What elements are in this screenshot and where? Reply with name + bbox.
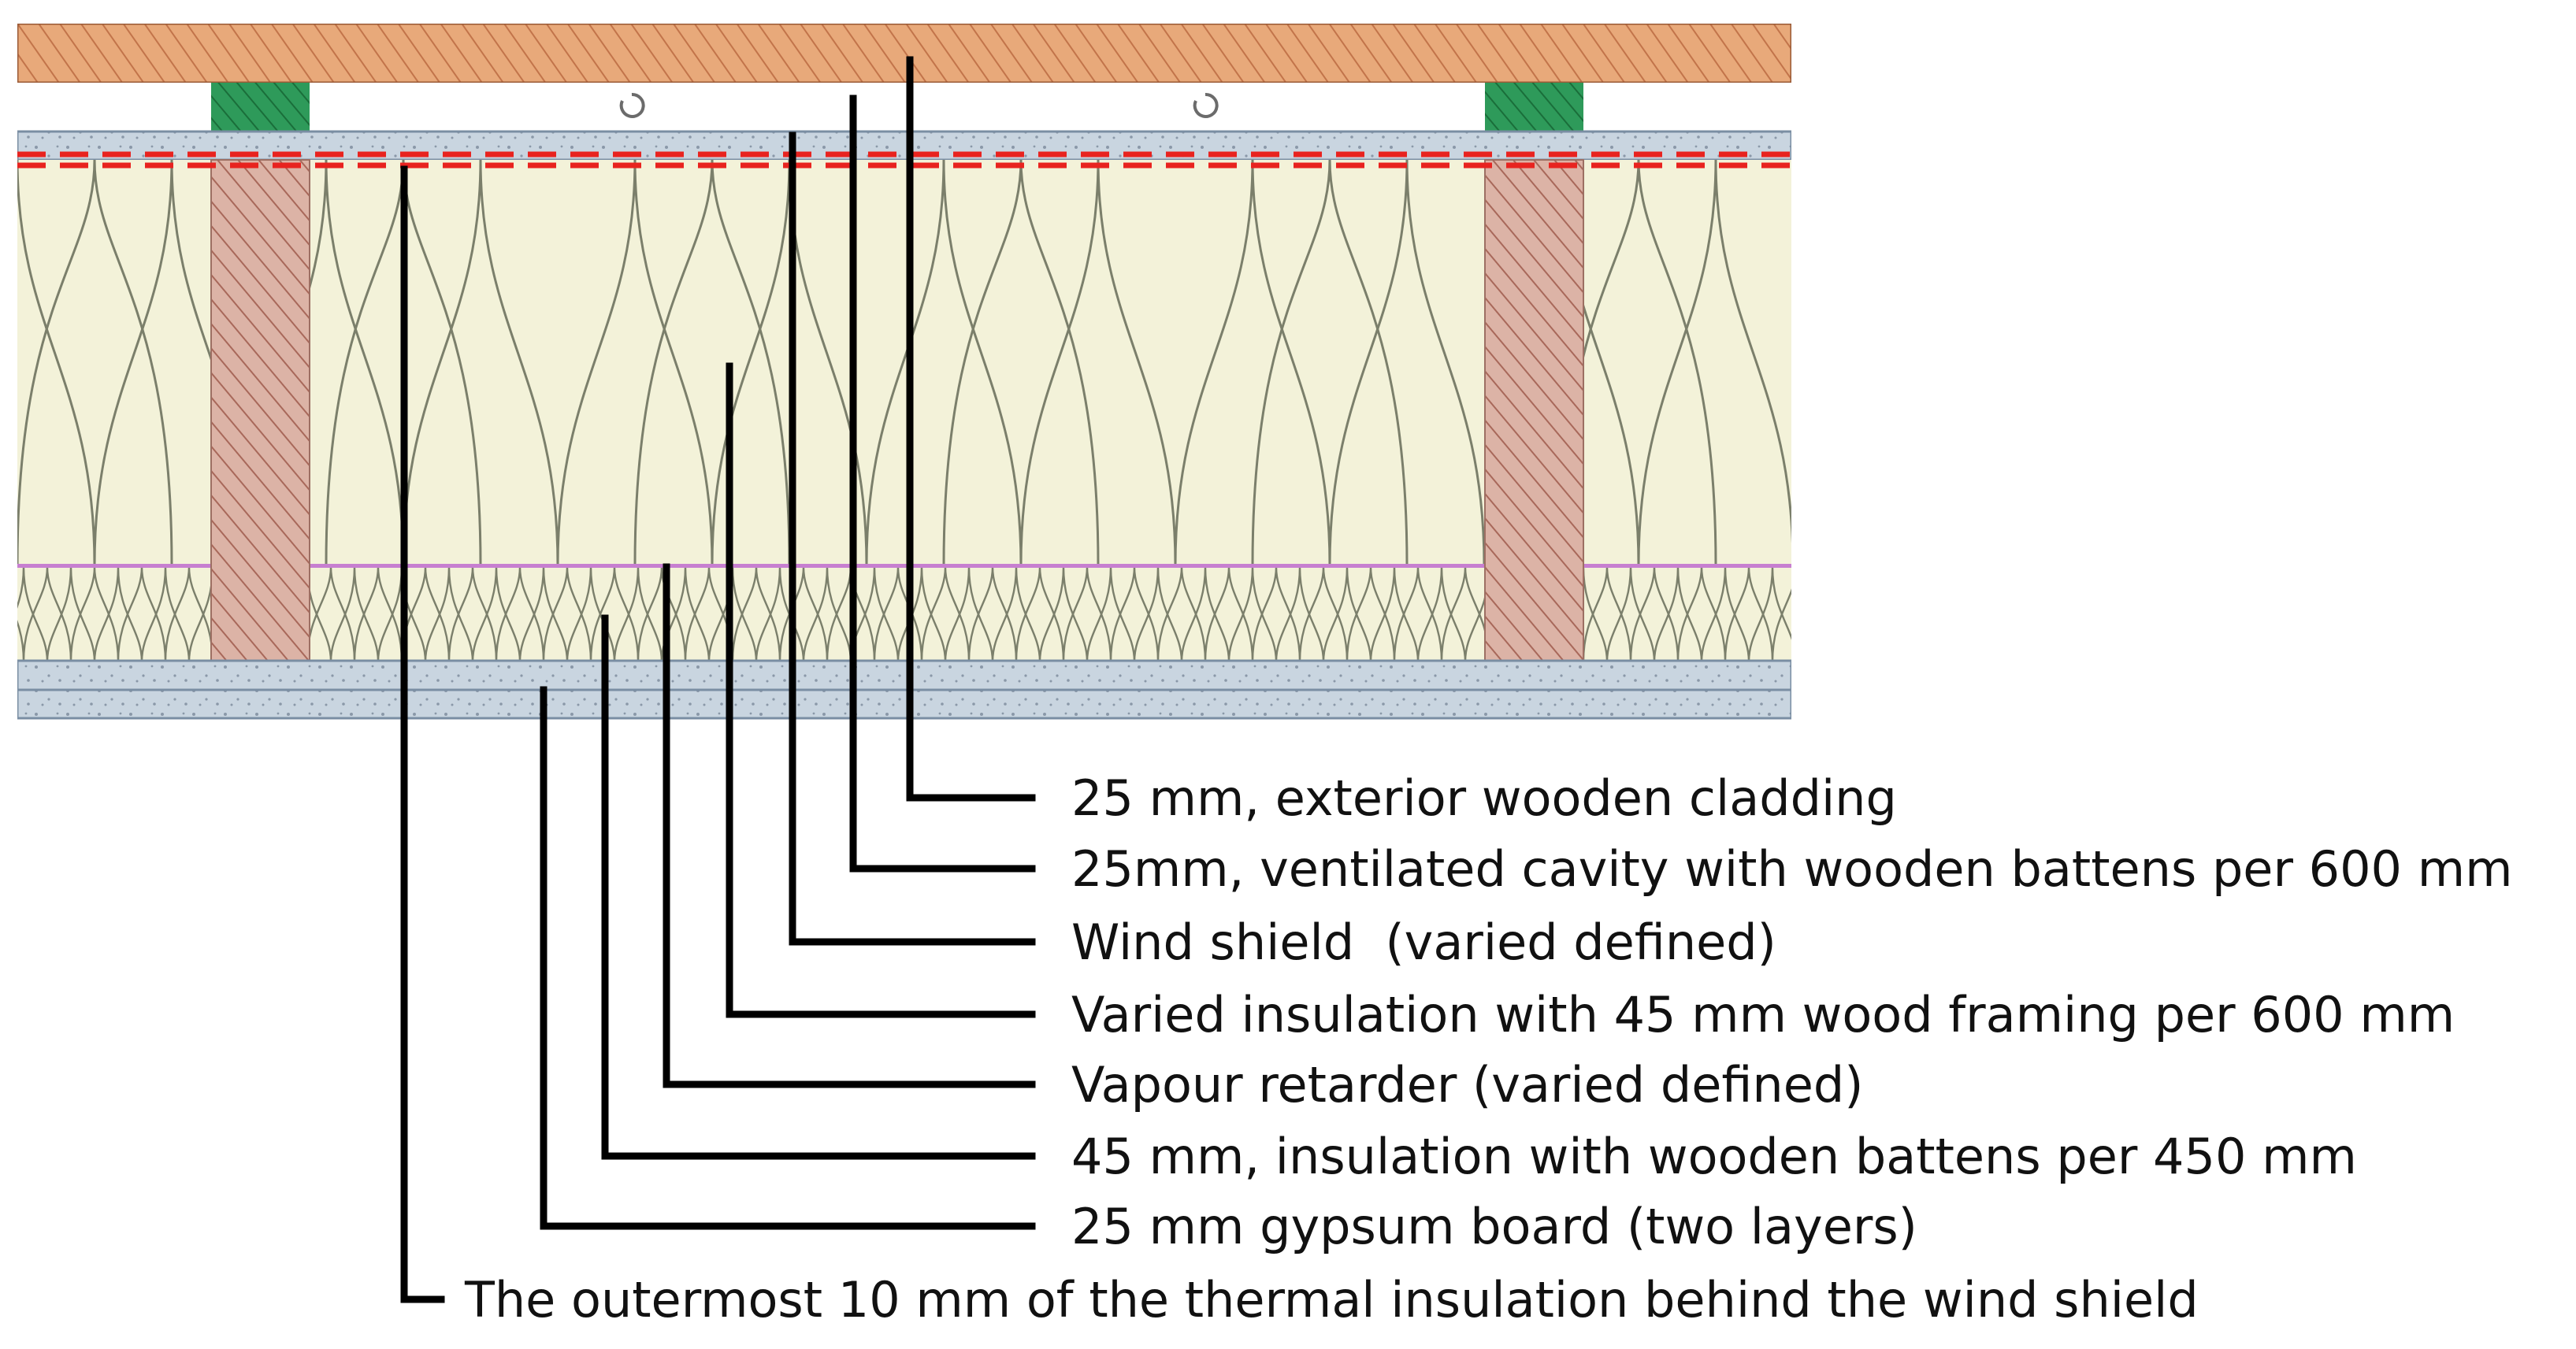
gypsum-board-outer bbox=[17, 659, 1791, 691]
stud-right bbox=[1484, 159, 1584, 662]
callout-label-cavity: 25mm, ventilated cavity with wooden batt… bbox=[1071, 840, 2512, 898]
cavity-batten-right bbox=[1485, 83, 1583, 132]
fastener-icon bbox=[619, 92, 1219, 118]
leader-vapour-retarder bbox=[663, 563, 1036, 1088]
leader-lines bbox=[400, 56, 1036, 1303]
callout-labels: 25 mm, exterior wooden cladding 25mm, ve… bbox=[464, 769, 2512, 1329]
exterior-cladding-layer bbox=[17, 24, 1791, 84]
leader-inner-insulation bbox=[601, 614, 1036, 1160]
stud-left bbox=[210, 159, 310, 662]
callout-label-inner-insulation: 45 mm, insulation with wooden battens pe… bbox=[1071, 1128, 2357, 1185]
leader-outermost-insulation bbox=[400, 165, 445, 1303]
leader-cladding bbox=[906, 56, 1036, 802]
wall-section bbox=[17, 24, 1791, 720]
leader-main-insulation bbox=[726, 362, 1036, 1018]
gypsum-board-inner bbox=[17, 688, 1791, 720]
leader-cavity bbox=[849, 95, 1036, 873]
callout-label-cladding: 25 mm, exterior wooden cladding bbox=[1071, 769, 1897, 827]
callout-label-vapour-retarder: Vapour retarder (varied defined) bbox=[1071, 1056, 1863, 1114]
leader-wind-shield bbox=[789, 132, 1036, 946]
cavity-batten-left bbox=[211, 83, 310, 132]
leader-gypsum bbox=[540, 686, 1036, 1230]
callout-label-outermost-insulation: The outermost 10 mm of the thermal insul… bbox=[464, 1271, 2199, 1329]
callout-label-gypsum: 25 mm gypsum board (two layers) bbox=[1071, 1198, 1917, 1255]
callout-label-main-insulation: Varied insulation with 45 mm wood framin… bbox=[1071, 986, 2455, 1043]
callout-label-wind-shield: Wind shield (varied defined) bbox=[1071, 914, 1776, 971]
vapour-retarder-line bbox=[17, 564, 1791, 568]
